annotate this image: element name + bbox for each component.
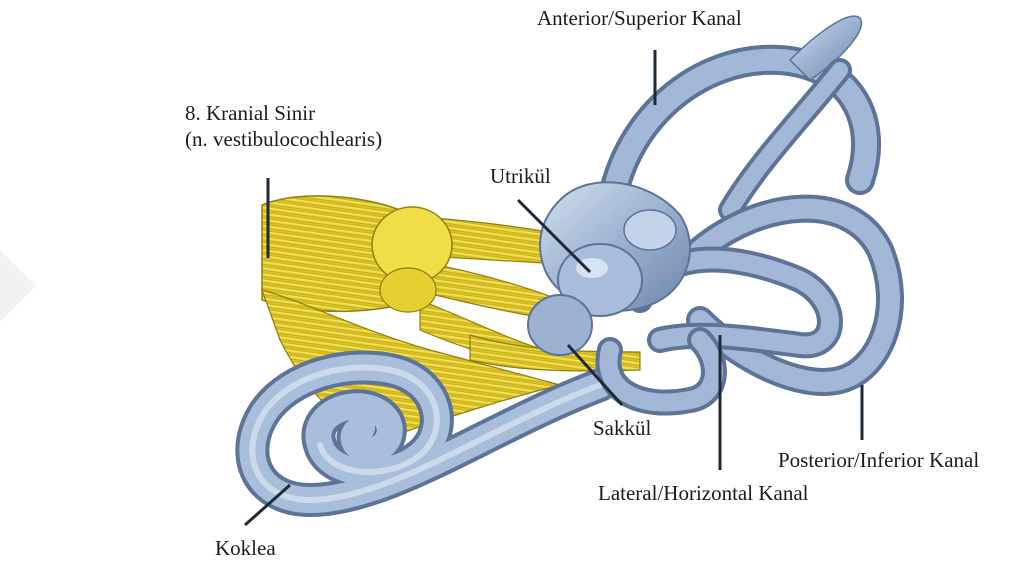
label-cranial-nerve: 8. Kranial Sinir (n. vestibulocochlearis…: [185, 100, 382, 153]
label-lateral-horizontal-canal: Lateral/Horizontal Kanal: [598, 480, 808, 506]
label-cranial-nerve-line1: 8. Kranial Sinir: [185, 100, 382, 126]
label-utrikul: Utrikül: [490, 163, 551, 189]
label-posterior-inferior-canal: Posterior/Inferior Kanal: [778, 447, 979, 473]
label-cranial-nerve-line2: (n. vestibulocochlearis): [185, 126, 382, 152]
label-sakkul: Sakkül: [593, 415, 651, 441]
label-anterior-superior-canal: Anterior/Superior Kanal: [537, 5, 742, 31]
label-koklea: Koklea: [215, 535, 276, 561]
